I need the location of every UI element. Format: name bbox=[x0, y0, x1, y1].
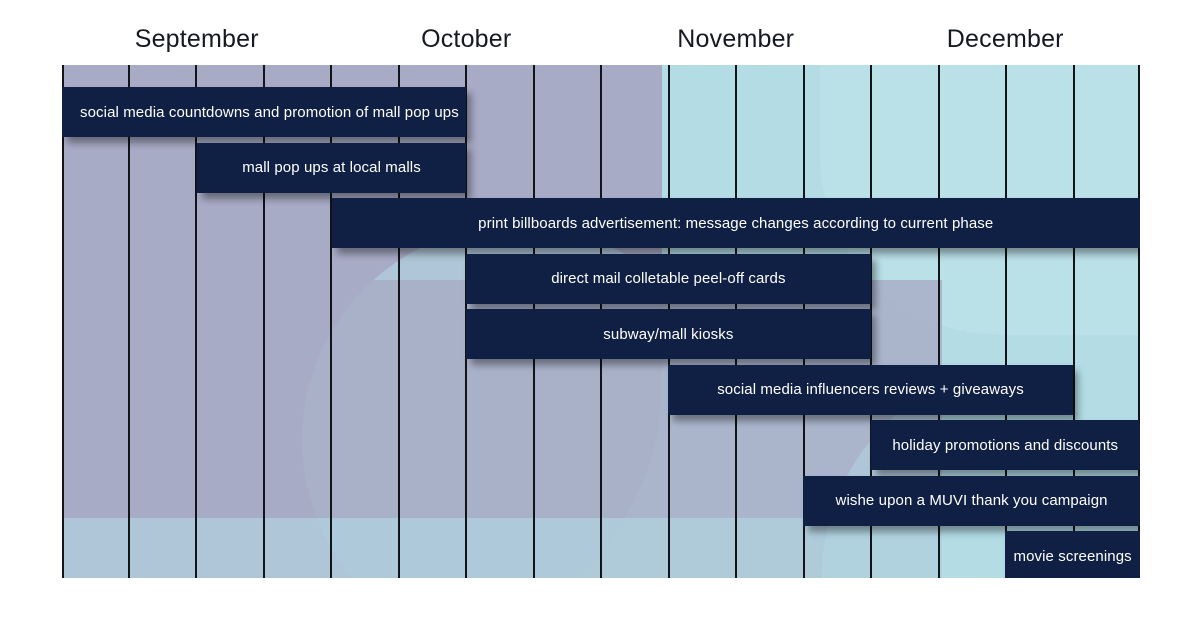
grid-column-week-15 bbox=[1007, 65, 1075, 578]
grid-column-week-6 bbox=[400, 65, 467, 578]
task-bar[interactable]: social media influencers reviews + givea… bbox=[668, 364, 1073, 415]
task-bar[interactable]: holiday promotions and discounts bbox=[870, 420, 1140, 470]
task-bar[interactable]: direct mail colletable peel-off cards bbox=[466, 253, 871, 304]
task-bar-label: subway/mall kiosks bbox=[603, 325, 734, 343]
task-bar-label: mall pop ups at local malls bbox=[242, 159, 421, 176]
task-bar[interactable]: subway/mall kiosks bbox=[466, 309, 871, 359]
task-bar-label: direct mail colletable peel-off cards bbox=[551, 270, 786, 287]
task-bar-label: wishe upon a MUVI thank you campaign bbox=[835, 492, 1108, 509]
task-bar-label: social media influencers reviews + givea… bbox=[717, 381, 1024, 398]
task-bar[interactable]: wishe upon a MUVI thank you campaign bbox=[803, 475, 1140, 526]
grid-column-week-3 bbox=[197, 65, 265, 578]
grid-column-week-13 bbox=[872, 65, 940, 578]
grid-column-week-5 bbox=[332, 65, 400, 578]
month-header-row: September October November December bbox=[62, 16, 1140, 62]
month-label-december: December bbox=[946, 25, 1064, 53]
task-bar-label: holiday promotions and discounts bbox=[892, 436, 1119, 454]
grid-column-week-14 bbox=[940, 65, 1007, 578]
task-bar-label: movie screenings bbox=[1013, 547, 1132, 565]
gantt-plot-area: social media countdowns and promotion of… bbox=[62, 65, 1140, 578]
task-bar-label: social media countdowns and promotion of… bbox=[80, 103, 459, 121]
grid-column-week-2 bbox=[130, 65, 197, 578]
grid-column-week-4 bbox=[265, 65, 332, 578]
task-bar[interactable]: mall pop ups at local malls bbox=[196, 142, 467, 193]
month-label-october: October bbox=[421, 25, 512, 53]
task-bar[interactable]: social media countdowns and promotion of… bbox=[62, 87, 467, 137]
grid-column-week-1 bbox=[62, 65, 130, 578]
month-label-september: September bbox=[134, 25, 259, 53]
task-bars: social media countdowns and promotion of… bbox=[62, 65, 1140, 578]
grid-column-week-12 bbox=[805, 65, 872, 578]
month-label-november: November bbox=[677, 25, 795, 53]
task-bar-label: print billboards advertisement: message … bbox=[478, 214, 994, 232]
task-bar[interactable]: print billboards advertisement: message … bbox=[331, 198, 1140, 248]
task-bar[interactable]: movie screenings bbox=[1005, 531, 1140, 578]
